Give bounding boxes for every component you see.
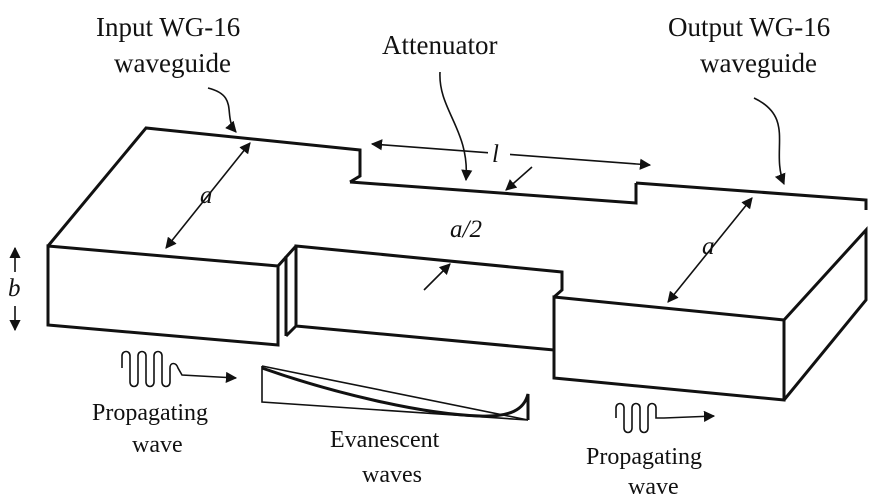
attenuator-section [284, 180, 638, 352]
input-waveguide-title-line2: waveguide [114, 48, 231, 78]
dim-half-bottom-arrow [423, 263, 451, 291]
dim-l-arrow [370, 139, 652, 170]
dim-b-label: b [8, 275, 21, 302]
input-waveguide-leader [207, 87, 237, 133]
attenuator-back-edge [349, 180, 638, 205]
evanescent-label-line1: Evanescent [330, 427, 440, 453]
output-waveguide-title-line1: Output WG-16 [668, 12, 830, 42]
output-waveguide-block [552, 181, 868, 402]
propagating-in-label-line1: Propagating [92, 400, 208, 426]
attenuator-leader [439, 71, 473, 182]
evanescent-label-line2: waves [362, 462, 422, 488]
propagating-out-label-line1: Propagating [586, 444, 702, 470]
output-waveguide-front-face [552, 295, 786, 402]
dim-a-right-label: a [702, 233, 715, 260]
dim-l-label: l [492, 141, 499, 168]
input-waveguide-top-face [46, 126, 362, 247]
input-waveguide-front-face [46, 244, 280, 347]
input-waveguide-block [46, 126, 362, 347]
dim-a-half-label: a/2 [450, 216, 482, 243]
propagating-in-label-line2: wave [132, 432, 183, 458]
evanescent-wave-icon [261, 365, 530, 421]
attenuator-title: Attenuator [382, 30, 497, 60]
dim-a-right-arrow [667, 197, 753, 303]
attenuator-joint-left [284, 324, 298, 338]
dim-a-left-label: a [200, 182, 213, 209]
output-waveguide-side-face [782, 226, 868, 401]
output-waveguide-top-face [635, 181, 868, 210]
outgoing-wave-icon [615, 402, 716, 434]
dim-l-label-bg [488, 141, 510, 167]
propagating-out-label-line2: wave [628, 474, 679, 494]
output-waveguide-leader [753, 97, 786, 186]
incoming-wave-icon [121, 350, 238, 388]
dim-half-top-arrow [505, 166, 533, 191]
output-waveguide-title-line2: waveguide [700, 48, 817, 78]
attenuator-front-face [294, 244, 564, 352]
input-waveguide-title-line1: Input WG-16 [96, 12, 240, 42]
dim-a-left-arrow [165, 142, 251, 249]
